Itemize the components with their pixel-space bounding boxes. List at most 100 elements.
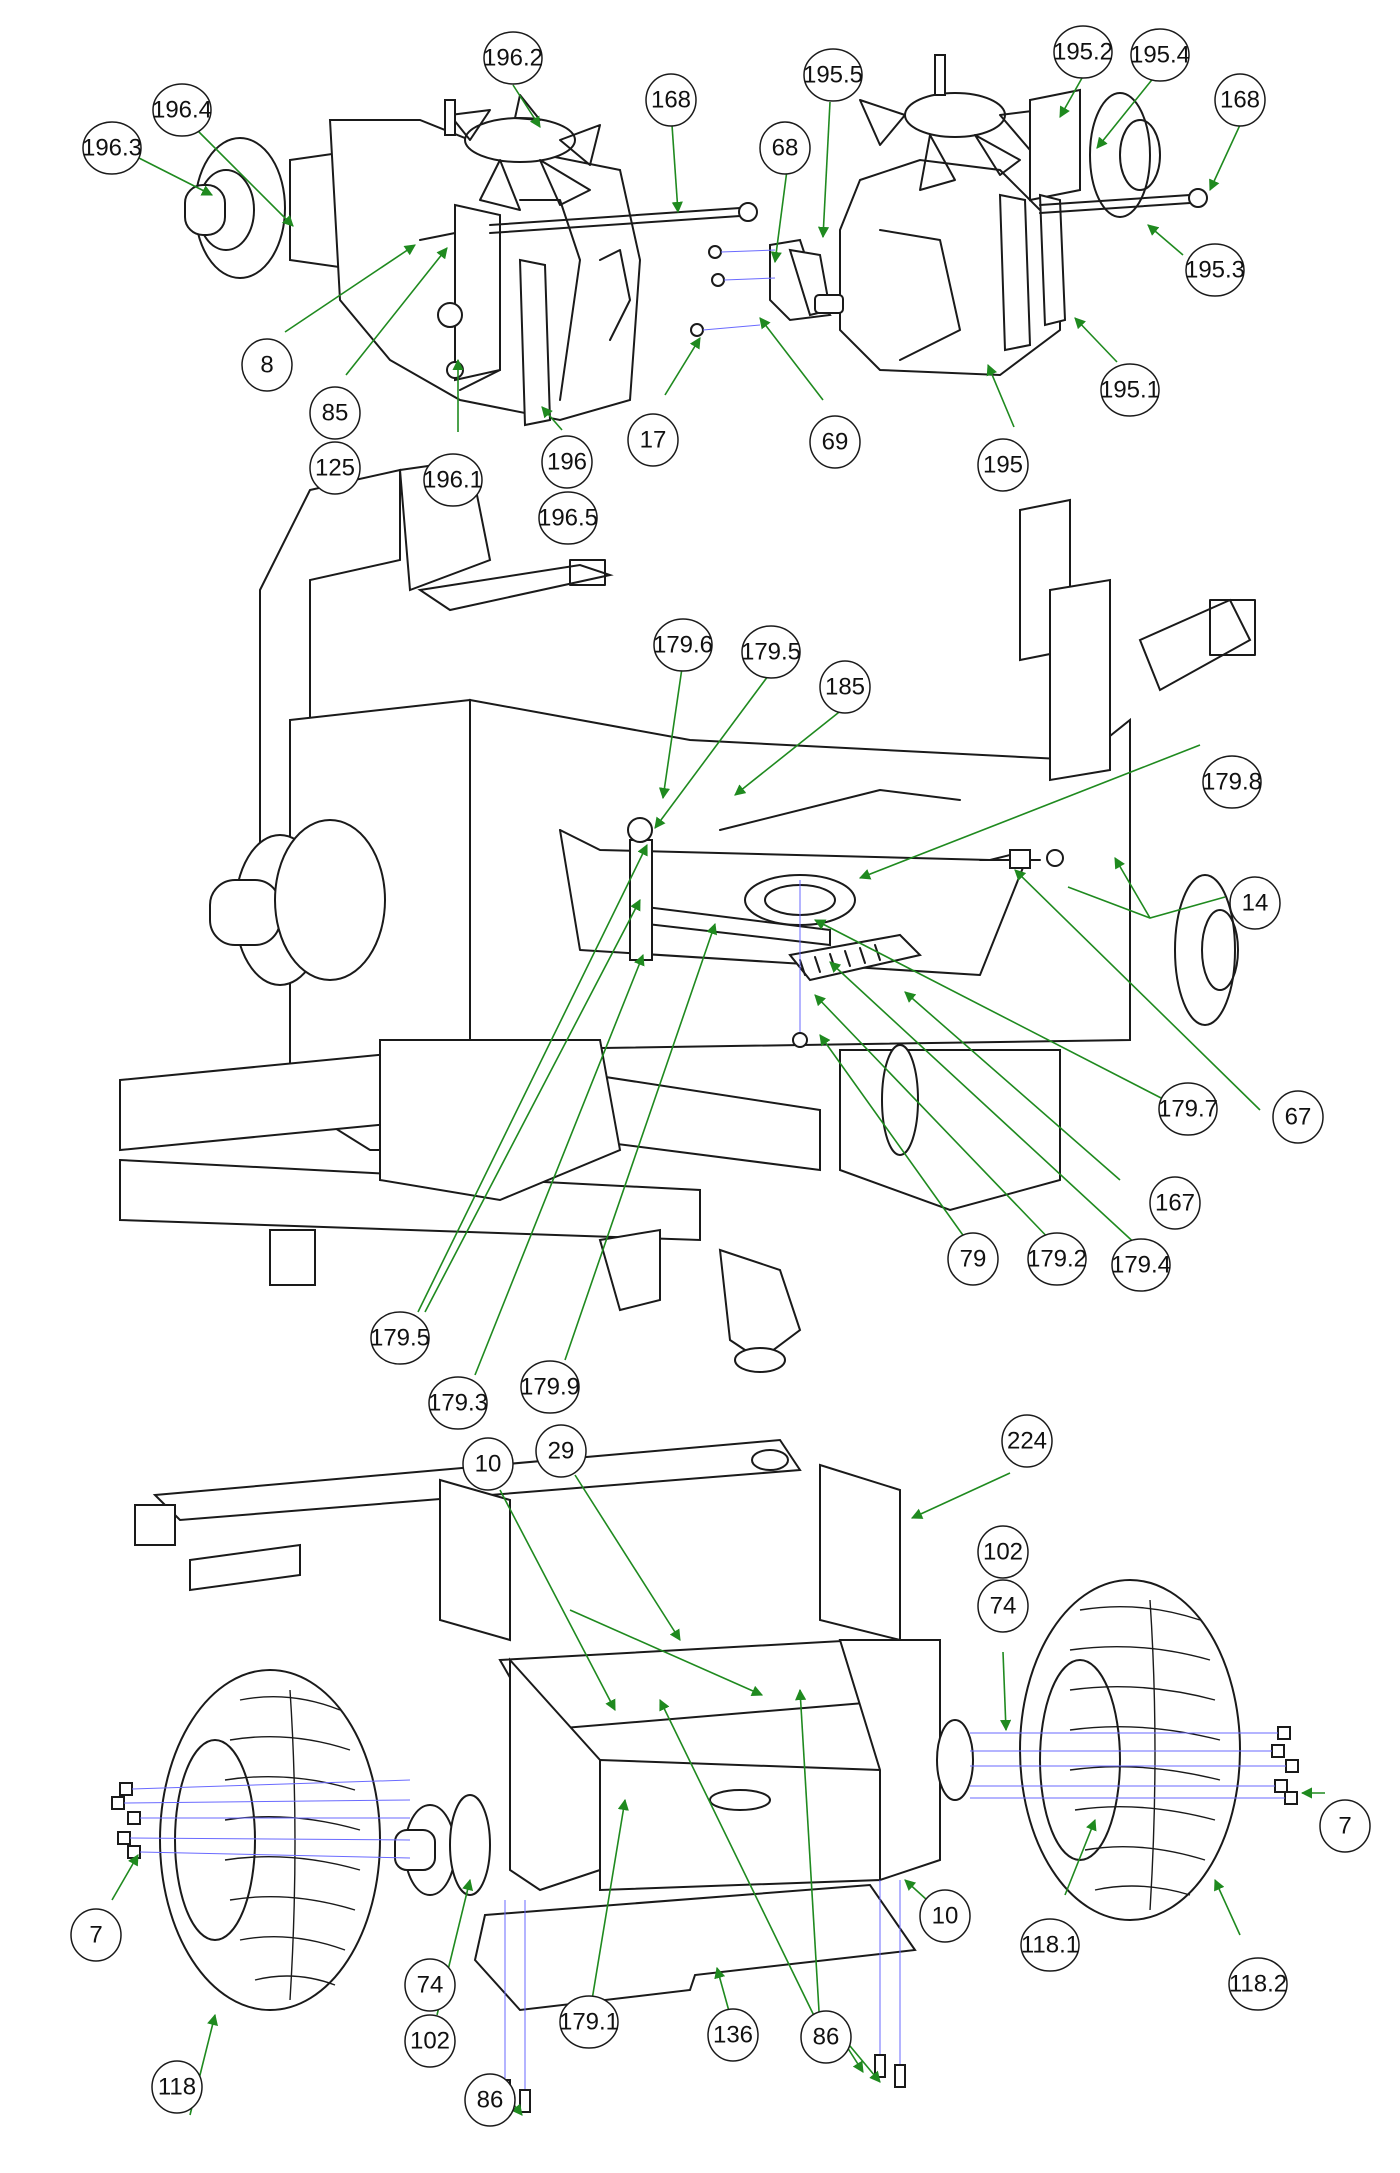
- callout-bubble: [483, 31, 543, 85]
- callout-bubble: [1027, 1232, 1087, 1286]
- callout-label: 196.5: [538, 505, 598, 532]
- callout-bubble: [977, 438, 1029, 492]
- leader-lines: [111, 75, 1325, 2116]
- callout-label: 195.3: [1185, 257, 1245, 284]
- right-transaxle: [839, 54, 1161, 377]
- callout-196-1: 196.1: [423, 453, 483, 507]
- callout-196: 196: [541, 435, 593, 489]
- leader-8: [284, 244, 416, 333]
- callout-bubble: [1149, 1176, 1201, 1230]
- callout-185: 185: [819, 660, 871, 714]
- callout-17: 17: [627, 413, 679, 467]
- callout-bubble: [741, 625, 801, 679]
- leader-196-3: [132, 154, 213, 196]
- callout-179-8: 179.8: [1202, 755, 1262, 809]
- leader-196: [541, 406, 563, 431]
- callout-label: 10: [932, 1903, 959, 1930]
- callout-168-a: 168: [645, 73, 697, 127]
- leader-179-6: [658, 667, 683, 800]
- leader-185: [734, 704, 849, 796]
- right-cooling-fan: [859, 92, 1041, 191]
- callout-bubble: [919, 1889, 971, 1943]
- callout-196-4: 196.4: [152, 83, 212, 137]
- callout-bubble: [1214, 73, 1266, 127]
- callout-195-2: 195.2: [1053, 25, 1113, 79]
- leader-29: [574, 1474, 681, 1641]
- callout-195-4: 195.4: [1130, 28, 1190, 82]
- callout-102-b: 102: [404, 2014, 456, 2068]
- callout-label: 118: [158, 2074, 196, 2101]
- callout-69: 69: [809, 415, 861, 469]
- callout-79: 79: [947, 1232, 999, 1286]
- leader-179-9: [564, 922, 718, 1361]
- leader-195-1: [1074, 317, 1118, 363]
- callout-195-3: 195.3: [1185, 243, 1245, 297]
- leader-179-8: [858, 744, 1201, 880]
- callout-102-a: 102: [977, 1525, 1029, 1579]
- callout-168-b: 168: [1214, 73, 1266, 127]
- callout-label: 195: [983, 452, 1023, 479]
- leader-195-4: [1096, 75, 1156, 149]
- callout-label: 125: [315, 455, 355, 482]
- callout-118: 118: [151, 2060, 203, 2114]
- left-wheel-nuts: [111, 1779, 411, 1859]
- callout-bubble: [1228, 1957, 1288, 2011]
- leader-179-5-a: [654, 671, 772, 829]
- frame-lower: [111, 1438, 1299, 2113]
- callout-8: 8: [241, 338, 293, 392]
- leader-196-2: [512, 84, 541, 128]
- callout-bubble: [1185, 243, 1245, 297]
- callout-195-5: 195.5: [803, 48, 863, 102]
- leader-68: [770, 169, 788, 264]
- callout-224: 224: [1001, 1414, 1053, 1468]
- callout-label: 74: [990, 1593, 1017, 1620]
- callout-179-2: 179.2: [1027, 1232, 1087, 1286]
- lower-tub: [509, 1657, 601, 1892]
- callout-label: 10: [475, 1451, 502, 1478]
- callout-bubble: [82, 121, 142, 175]
- leader-118-1: [1064, 1818, 1097, 1896]
- leader-85: [345, 247, 448, 376]
- callout-bubble: [1229, 876, 1281, 930]
- callout-bubble: [428, 1376, 488, 1430]
- callout-label: 118.1: [1021, 1932, 1079, 1959]
- drive-rod-right: [1039, 188, 1208, 214]
- leader-167: [904, 991, 1121, 1181]
- callout-label: 86: [477, 2087, 504, 2114]
- callout-bubble: [707, 2008, 759, 2062]
- callout-label: 196.2: [483, 45, 543, 72]
- callout-86-b: 86: [800, 2010, 852, 2064]
- callout-label: 196: [547, 449, 587, 476]
- leader-67: [1014, 869, 1261, 1111]
- callout-179-1: 179.1: [559, 1995, 619, 2049]
- callout-179-3: 179.3: [428, 1376, 488, 1430]
- leader-14-b: [1114, 857, 1151, 919]
- callout-bubble: [819, 660, 871, 714]
- callout-bubble: [627, 413, 679, 467]
- leader-10-a: [499, 1489, 616, 1711]
- callout-179-7: 179.7: [1158, 1082, 1218, 1136]
- leader-168-a: [671, 124, 683, 214]
- callout-bubble: [1202, 755, 1262, 809]
- callout-136: 136: [707, 2008, 759, 2062]
- callout-bubble: [535, 1424, 587, 1478]
- leader-195-5: [817, 101, 831, 239]
- callout-label: 185: [825, 674, 865, 701]
- leader-179-7: [814, 919, 1166, 1101]
- callout-label: 195.5: [803, 62, 863, 89]
- callout-bubble: [464, 2073, 516, 2127]
- callout-bubble: [1319, 1799, 1371, 1853]
- callout-bubble: [538, 491, 598, 545]
- callout-bubble: [1053, 25, 1113, 79]
- callout-bubble: [1100, 363, 1160, 417]
- callout-bubble: [645, 73, 697, 127]
- callout-bubble: [309, 386, 361, 440]
- leader-10-a2: [569, 1609, 764, 1697]
- callout-label: 196.3: [82, 135, 142, 162]
- leader-195-3: [1147, 224, 1184, 256]
- leader-179-2: [814, 994, 1056, 1246]
- callout-179-4: 179.4: [1111, 1238, 1171, 1292]
- leader-118-2: [1214, 1878, 1241, 1936]
- skid-plate: [473, 1883, 917, 2012]
